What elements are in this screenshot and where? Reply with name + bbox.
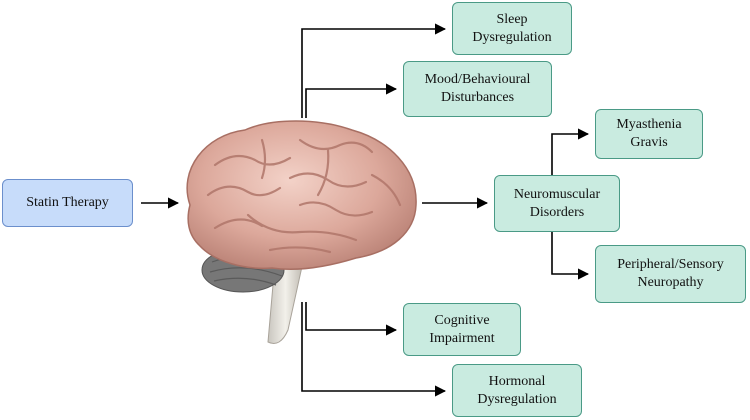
arrow-to-mood <box>305 83 398 118</box>
peripheral-sensory-neuropathy-box: Peripheral/Sensory Neuropathy <box>595 245 746 303</box>
cognitive-impairment-box: Cognitive Impairment <box>403 303 521 356</box>
sleep-dysregulation-box: Sleep Dysregulation <box>452 2 572 55</box>
hormonal-dysregulation-box: Hormonal Dysregulation <box>452 364 582 417</box>
neuromuscular-disorders-box: Neuromuscular Disorders <box>494 175 620 232</box>
brain-icon <box>186 120 417 344</box>
myasthenia-gravis-box: Myasthenia Gravis <box>595 109 703 159</box>
arrow-to-sleep <box>301 23 447 118</box>
mood-behavioural-box: Mood/Behavioural Disturbances <box>403 61 552 117</box>
statin-therapy-box: Statin Therapy <box>2 179 133 227</box>
arrow-to-myasthenia <box>551 128 590 175</box>
arrow-to-hormonal <box>301 302 447 397</box>
arrow-to-peripheral <box>551 232 590 280</box>
arrow-to-cognitive <box>305 302 398 336</box>
